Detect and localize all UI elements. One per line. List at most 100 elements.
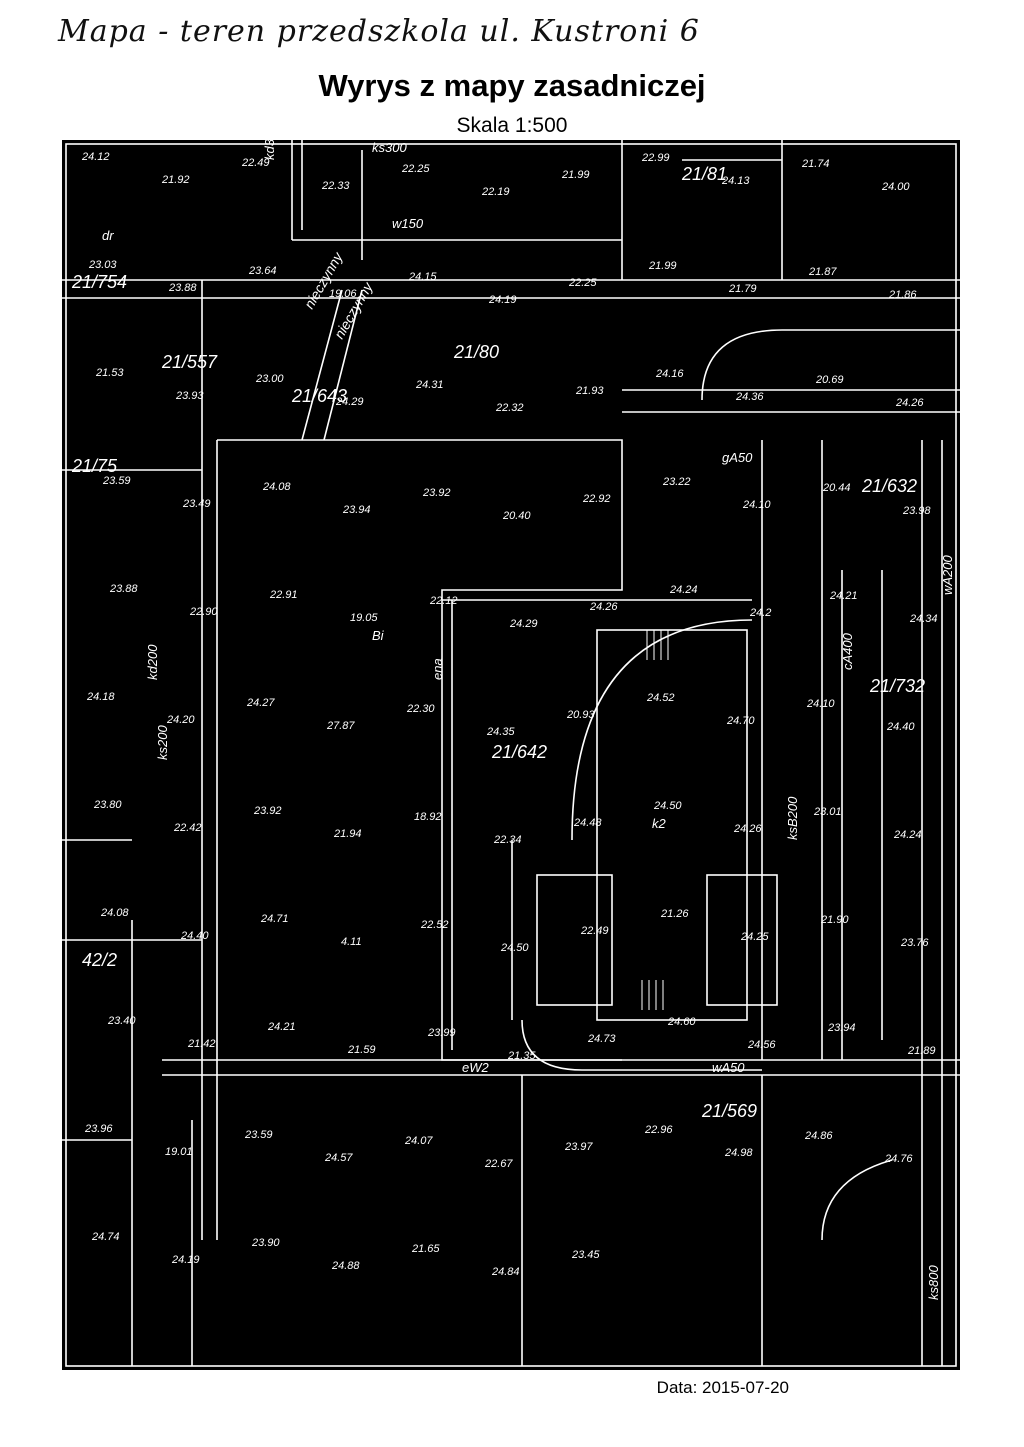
height-label: 23.01 (813, 806, 842, 818)
height-label: 24.26 (733, 823, 762, 835)
parcel-label: 21/81 (681, 164, 727, 184)
parcel-label: 21/642 (491, 742, 547, 762)
height-label: 24.73 (587, 1033, 616, 1045)
height-label: 23.03 (88, 259, 117, 271)
parcel-label: 21/754 (71, 272, 127, 292)
utility-code: wA50 (712, 1060, 745, 1075)
utility-code: kd300 (262, 140, 277, 160)
height-label: 24.50 (653, 800, 682, 812)
handwritten-note: Mapa - teren przedszkola ul. Kustroni 6 (58, 14, 700, 49)
height-label: 24.15 (408, 271, 437, 283)
height-label: 22.34 (493, 834, 522, 846)
map-drawing: 21/75421/55721/64321/8021/8121/63221/642… (62, 140, 960, 1367)
height-label: 22.12 (429, 595, 458, 607)
height-label: 24.76 (884, 1153, 913, 1165)
height-label: 23.98 (902, 505, 931, 517)
height-label: 21.89 (907, 1045, 936, 1057)
height-label: 24.57 (324, 1152, 353, 1164)
map-scale: Skala 1:500 (456, 114, 568, 137)
height-label: 21.65 (411, 1243, 440, 1255)
utility-code: eW2 (462, 1060, 490, 1075)
height-label: 21.99 (648, 260, 677, 272)
map-date: Data: 2015-07-20 (656, 1378, 789, 1397)
height-label: 23.22 (662, 476, 691, 488)
height-label: 22.32 (495, 402, 524, 414)
height-label: 21.26 (660, 908, 689, 920)
height-label: 21.86 (888, 289, 917, 301)
height-label: 23.59 (102, 475, 131, 487)
height-label: 22.42 (173, 822, 202, 834)
height-label: 24.26 (589, 601, 618, 613)
height-label: 24.48 (573, 817, 602, 829)
height-label: 24.26 (895, 397, 924, 409)
height-label: 24.34 (909, 613, 938, 625)
height-label: 24.18 (86, 691, 115, 703)
height-label: 22.49 (580, 925, 609, 937)
height-label: 21.87 (808, 266, 837, 278)
height-label: 24.27 (246, 697, 275, 709)
height-label: 24.29 (335, 396, 364, 408)
height-label: 24.10 (742, 499, 771, 511)
height-label: 24.20 (166, 714, 195, 726)
parcel-label: 21/643 (291, 386, 347, 406)
height-label: 19.06 (329, 288, 357, 300)
height-label: 23.92 (253, 805, 282, 817)
height-label: 23.40 (107, 1015, 136, 1027)
height-label: 22.30 (406, 703, 435, 715)
height-label: 22.33 (321, 180, 350, 192)
height-label: 24.10 (806, 698, 835, 710)
parcel-label: 21/569 (701, 1101, 757, 1121)
utility-code: gA50 (722, 450, 753, 465)
height-label: 24.21 (829, 590, 858, 602)
height-label: 23.90 (251, 1237, 280, 1249)
utility-code: ks300 (372, 140, 407, 155)
height-label: 21.93 (575, 385, 604, 397)
height-label: 21.79 (728, 283, 757, 295)
height-label: 21.99 (561, 169, 590, 181)
height-label: 22.25 (401, 163, 430, 175)
height-label: 23.92 (422, 487, 451, 499)
utility-code: w150 (392, 216, 424, 231)
map-title: Wyrys z mapy zasadniczej (318, 68, 706, 103)
height-label: 24.24 (893, 829, 922, 841)
height-label: 22.25 (568, 277, 597, 289)
height-label: 22.91 (269, 589, 298, 601)
height-label: 21.92 (161, 174, 190, 186)
height-label: 23.94 (827, 1022, 856, 1034)
height-label: 22.90 (189, 606, 218, 618)
height-label: 24.16 (655, 368, 684, 380)
height-label: 24.29 (509, 618, 538, 630)
height-label: 24.21 (267, 1021, 296, 1033)
utility-code: ksB200 (785, 796, 800, 840)
height-label: 23.88 (168, 282, 197, 294)
height-label: 20.69 (815, 374, 844, 386)
height-label: 24.08 (100, 907, 129, 919)
parcel-label: 21/732 (869, 676, 925, 696)
height-label: 21.90 (820, 914, 849, 926)
height-label: 23.96 (84, 1123, 113, 1135)
utility-code: ks800 (926, 1265, 941, 1300)
height-label: 23.00 (255, 373, 284, 385)
height-label: 21.35 (507, 1050, 536, 1062)
height-label: 24.40 (886, 721, 915, 733)
height-label: 22.99 (641, 152, 670, 164)
utility-code: kd200 (145, 644, 160, 680)
height-label: 23.94 (342, 504, 371, 516)
height-label: 21.74 (801, 158, 830, 170)
height-label: 23.80 (93, 799, 122, 811)
height-label: 18.92 (414, 811, 442, 823)
height-label: 23.93 (175, 390, 204, 402)
height-label: 23.88 (109, 583, 138, 595)
height-label: 24.71 (260, 913, 289, 925)
height-label: 24.07 (404, 1135, 433, 1147)
height-label: 22.19 (481, 186, 510, 198)
height-label: 24.40 (180, 930, 209, 942)
height-label: 27.87 (326, 720, 355, 732)
height-label: 24.70 (726, 715, 755, 727)
parcel-label: 21/75 (71, 456, 118, 476)
height-label: 21.53 (95, 367, 124, 379)
height-label: 24.31 (415, 379, 444, 391)
height-label: 20.93 (566, 709, 595, 721)
height-label: 20.40 (502, 510, 531, 522)
height-label: 23.99 (427, 1027, 456, 1039)
